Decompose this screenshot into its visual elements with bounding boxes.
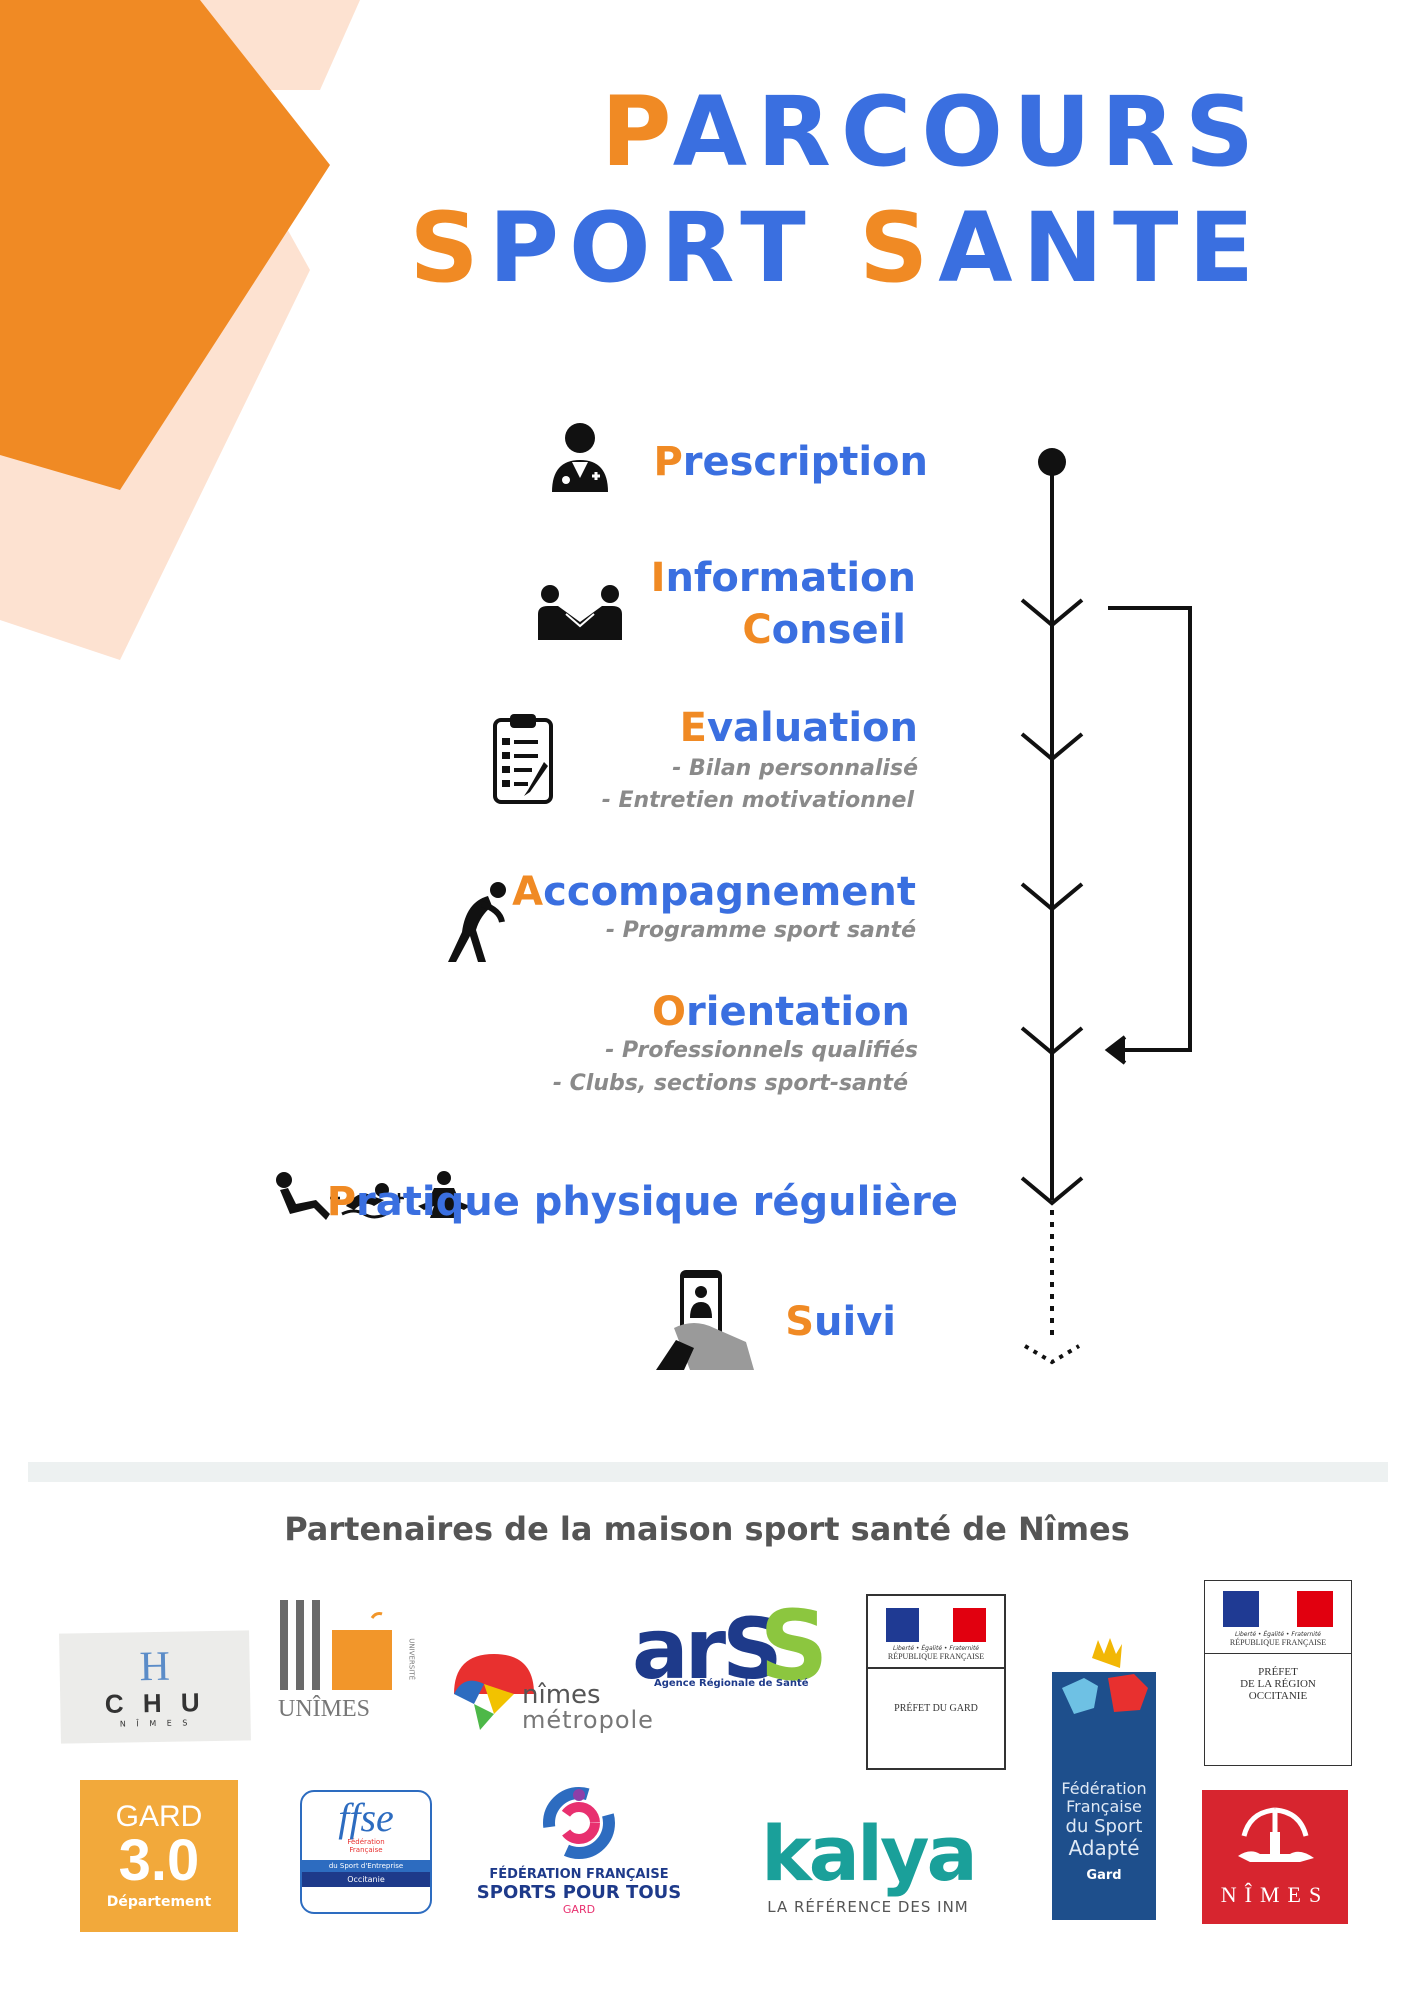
step-evaluation: Evaluation [679,705,918,751]
sub-entretien: - Entretien motivationnel [601,788,914,813]
title-line-2: SPORT SANTE [409,192,1264,304]
stretching-person-icon [446,880,508,964]
step-information: Information [650,555,916,601]
clipboard-icon [492,712,554,804]
ffse-logo: ffse Fédération Française du Sport d'Ent… [300,1790,432,1914]
gard-department-logo: GARD 3.0 Département [80,1780,238,1932]
partners-title: Partenaires de la maison sport santé de … [284,1510,1130,1548]
kalya-logo: kalya LA RÉFÉRENCE DES INM [761,1809,978,1917]
corner-decoration [0,0,360,660]
doctor-icon [548,422,612,494]
nimes-metropole-logo: nîmes métropole [444,1640,664,1740]
ars-logo: arS S Agence Régionale de Santé [632,1590,829,1702]
chu-nimes-logo: H C H U N Î M E S [59,1630,251,1744]
section-divider [28,1462,1388,1482]
sub-bilan: - Bilan personnalisé [672,756,918,781]
step-suivi: Suivi [785,1299,896,1345]
title-line-1: PARCOURS [601,76,1264,188]
nimes-city-logo: NÎMES [1202,1790,1348,1924]
sub-programme: - Programme sport santé [605,918,916,943]
timeline [1020,448,1192,1365]
unimes-logo: UNÎMES UNIVERSITÉ [276,1600,416,1730]
ffsa-gard-logo: Fédération Française du Sport Adapté Gar… [1052,1638,1156,1920]
prefet-occitanie-logo: Liberté • Égalité • Fraternité RÉPUBLIQU… [1204,1580,1352,1766]
step-pratique: Pratique physique régulière [326,1179,958,1225]
step-orientation: Orientation [652,989,910,1035]
prefet-gard-logo: Liberté • Égalité • Fraternité RÉPUBLIQU… [866,1594,1006,1770]
handshake-icon [536,584,624,642]
phone-in-hand-icon [654,1268,758,1372]
step-accompagnement: Accompagnement [512,869,916,915]
step-prescription: Prescription [653,439,928,485]
sub-clubs: - Clubs, sections sport-santé [552,1071,908,1096]
ffspt-gard-logo: FÉDÉRATION FRANÇAISE SPORTS POUR TOUS GA… [466,1774,692,1924]
sub-professionnels: - Professionnels qualifiés [605,1038,918,1063]
step-conseil: Conseil [742,607,906,653]
activities-icon [274,1170,470,1224]
